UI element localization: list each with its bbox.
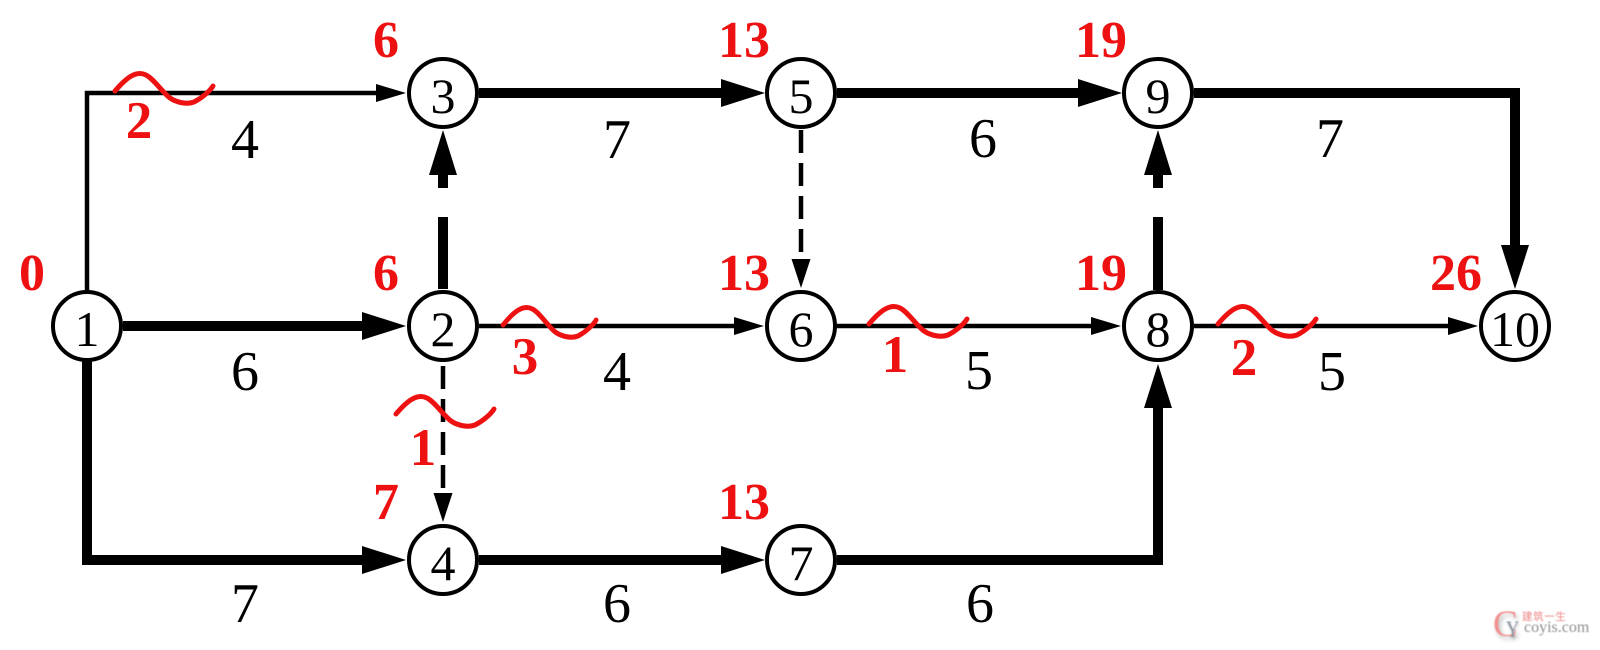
svg-text:4: 4 [431,535,456,591]
svg-text:2: 2 [126,92,153,150]
svg-text:9: 9 [1146,68,1171,124]
svg-text:1: 1 [882,326,909,384]
svg-text:13: 13 [718,245,770,302]
svg-text:10: 10 [1490,301,1540,357]
svg-text:6: 6 [603,573,631,635]
svg-text:7: 7 [603,109,631,171]
svg-text:5: 5 [789,68,814,124]
svg-text:4: 4 [603,341,631,403]
svg-text:5: 5 [1318,341,1346,403]
svg-text:13: 13 [718,12,770,69]
svg-text:6: 6 [373,12,399,69]
svg-text:5: 5 [965,340,993,402]
svg-text:7: 7 [231,573,259,635]
svg-text:6: 6 [231,341,259,403]
svg-text:7: 7 [789,535,814,591]
svg-text:13: 13 [718,474,770,531]
svg-text:8: 8 [1146,301,1171,357]
svg-text:26: 26 [1430,245,1482,302]
svg-text:19: 19 [1075,245,1127,302]
svg-text:19: 19 [1075,12,1127,69]
svg-text:6: 6 [789,301,814,357]
svg-text:1: 1 [75,301,100,357]
svg-text:6: 6 [373,245,399,302]
svg-text:3: 3 [431,68,456,124]
svg-text:7: 7 [373,474,399,531]
svg-text:6: 6 [966,573,994,635]
svg-text:3: 3 [512,328,539,386]
svg-text:7: 7 [1316,108,1344,170]
svg-text:6: 6 [969,108,997,170]
svg-text:1: 1 [410,419,437,477]
svg-text:4: 4 [231,109,259,171]
svg-text:2: 2 [1231,329,1258,387]
svg-text:0: 0 [19,245,45,302]
svg-text:2: 2 [431,301,456,357]
